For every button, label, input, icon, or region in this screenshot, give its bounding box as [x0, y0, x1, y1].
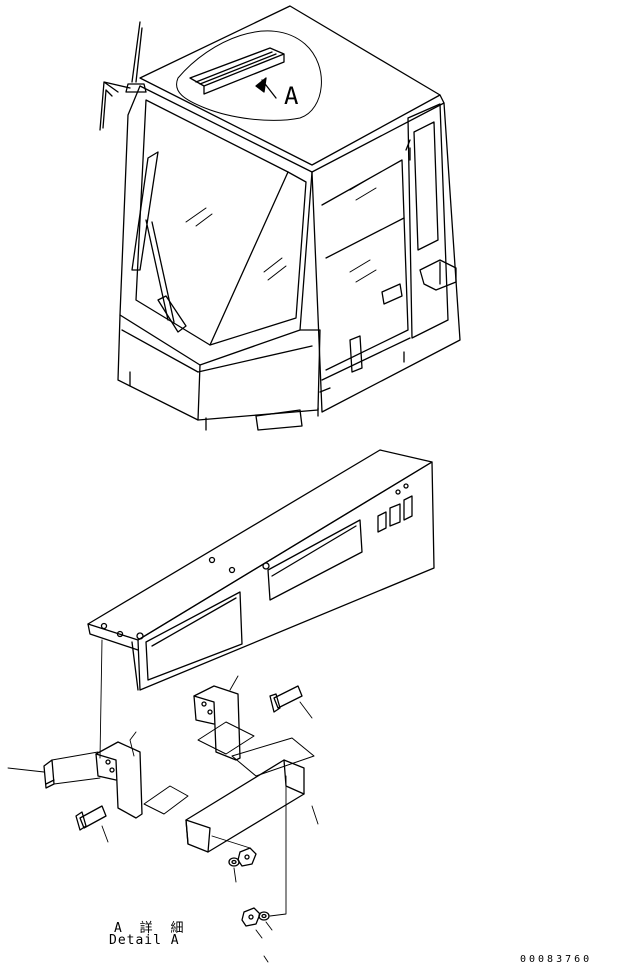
- washer-2: [259, 912, 269, 920]
- bracket-lower-left: [96, 742, 188, 818]
- bolt-3: [76, 806, 106, 830]
- nut-1: [238, 848, 256, 866]
- switch-2: [390, 504, 400, 526]
- cab-front-frame: [120, 86, 312, 365]
- operator-cab: [100, 6, 460, 430]
- panel-top-face: [88, 450, 432, 640]
- view-callout-label: A: [284, 82, 299, 110]
- antenna: [126, 22, 146, 92]
- washer-1: [229, 858, 239, 866]
- detail-title-english: Detail A: [109, 933, 180, 948]
- side-mirror: [420, 260, 456, 290]
- nut-2: [242, 908, 260, 926]
- bracket-upper: [194, 686, 254, 760]
- roof-monitor-panel: [190, 48, 284, 94]
- detail-title-japanese: A 詳 細: [114, 921, 189, 936]
- step: [256, 410, 302, 430]
- cab-door: [408, 104, 448, 338]
- switch-1: [378, 512, 386, 532]
- wiper: [132, 152, 174, 322]
- display-window-right: [268, 520, 362, 600]
- assembly-lines: [8, 640, 318, 962]
- bolt-1: [270, 686, 302, 712]
- handrail: [100, 82, 130, 130]
- display-window-left: [146, 592, 242, 680]
- bracket-long: [186, 738, 314, 852]
- cab-side: [312, 103, 460, 412]
- drawing-number: 00083760: [520, 954, 593, 965]
- view-arrow: [256, 78, 276, 98]
- bolt-2: [44, 760, 54, 788]
- cab-lower-body: [118, 315, 200, 420]
- switch-3: [404, 496, 412, 520]
- panel-front-face: [138, 462, 434, 690]
- monitor-panel-assembly: [88, 450, 434, 690]
- detail-a-outline: [177, 31, 322, 120]
